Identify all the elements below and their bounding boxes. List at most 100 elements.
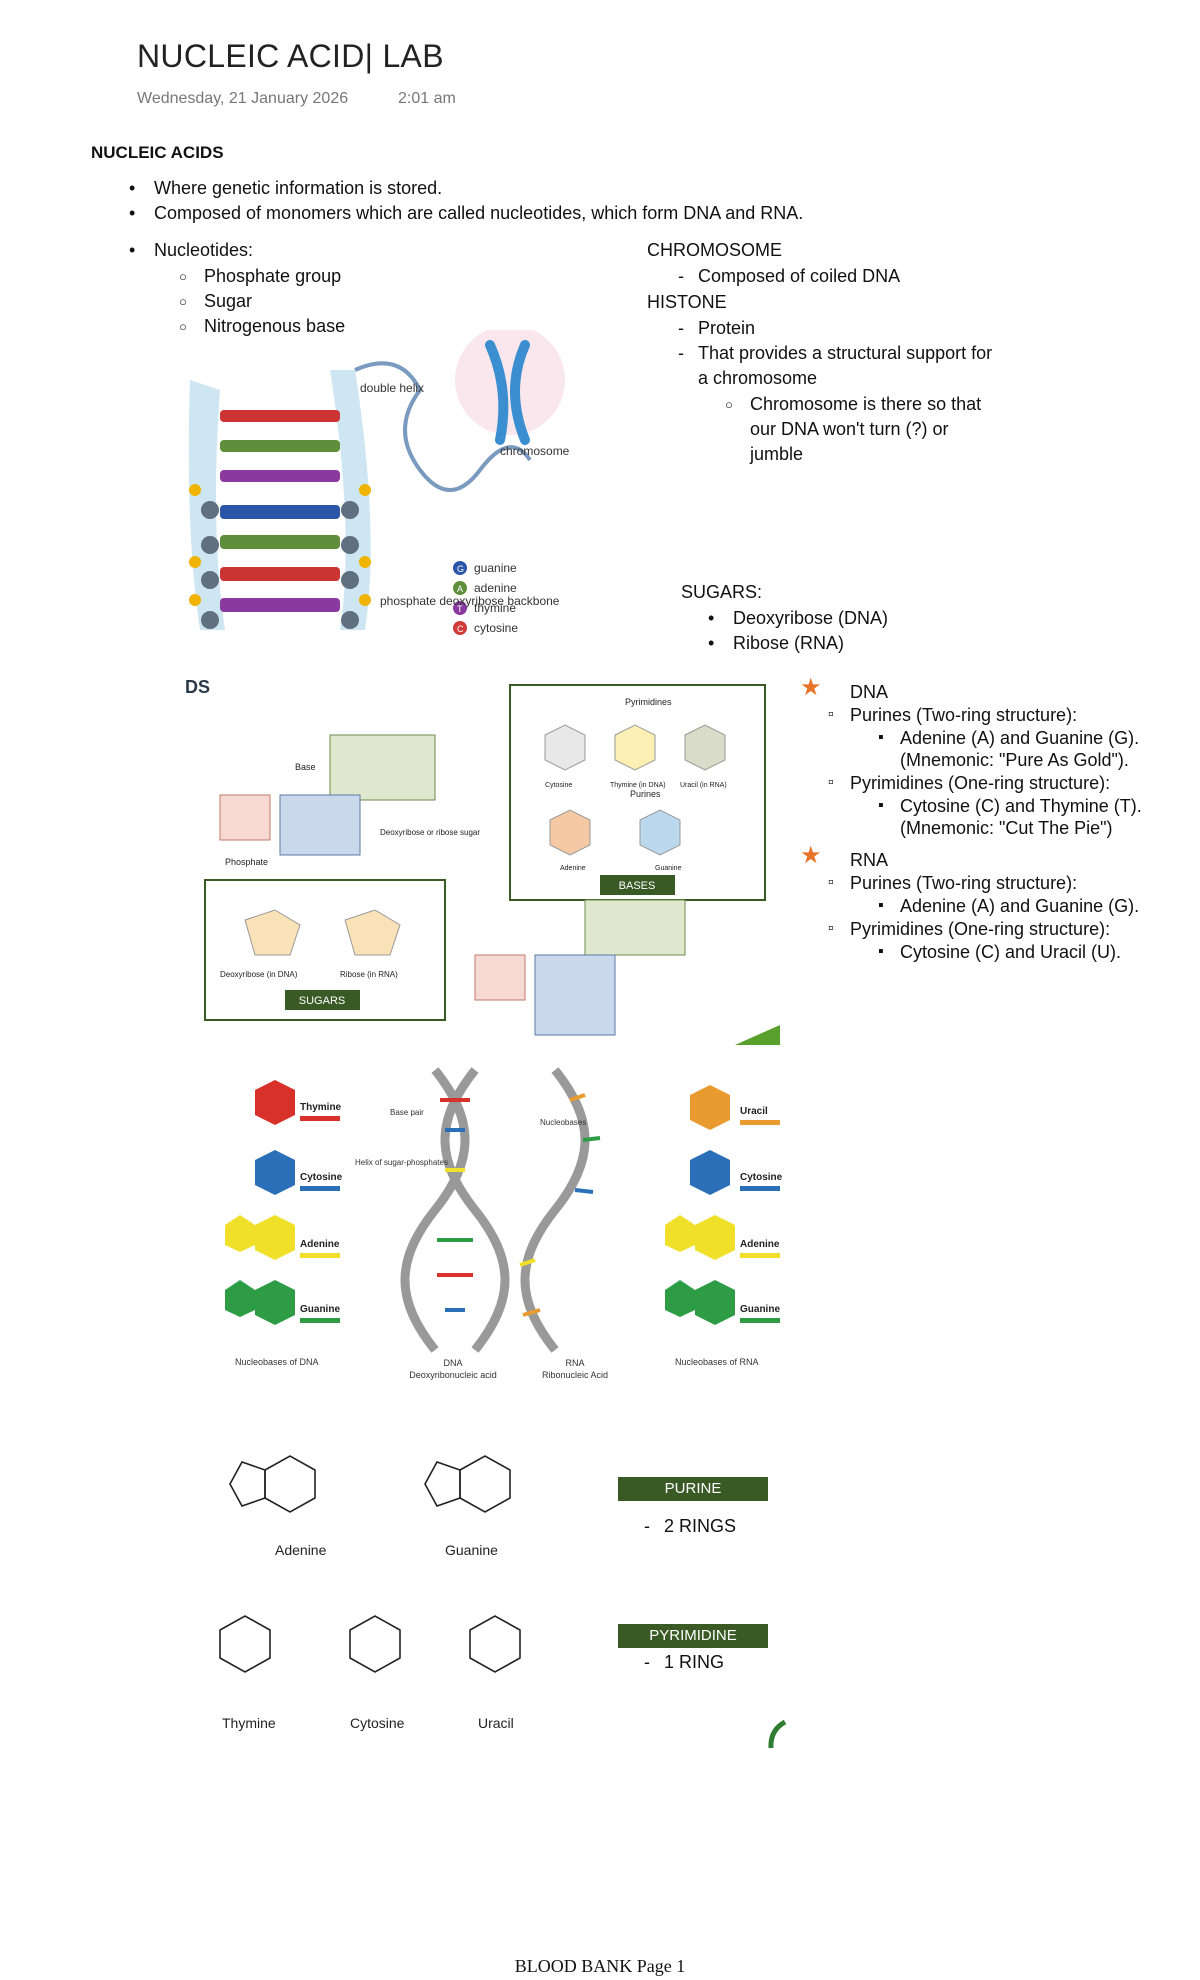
uracil-name: Uracil [478,1715,514,1731]
bullet-item: Composed of monomers which are called nu… [129,201,954,226]
guanine-ring-dna [255,1280,295,1325]
nucleotide-parts: Phosphate group Sugar Nitrogenous base [179,264,504,339]
adenine-label-rna: Adenine [740,1239,780,1250]
dna-purines-list: Purines (Two-ring structure): [828,704,1190,726]
chromosome-label: CHROMOSOME [647,240,782,260]
bases-tag [600,875,675,895]
rna-full-caption: Ribonucleic Acid [542,1370,608,1380]
cytosine-ring-dna [255,1150,295,1195]
star-icon: ★ [800,842,822,869]
bullet-item: Where genetic information is stored. [129,176,954,201]
cytosine-legend-icon [453,621,467,635]
histone-label: HISTONE [647,292,727,312]
uracil-ring [684,724,726,771]
thymine-ring-dna [255,1080,295,1125]
chromosome-desc-list: Composed of coiled DNA [678,264,1018,289]
phosphate-box [219,794,271,841]
page-date: Wednesday, 21 January 2026 [137,90,349,107]
nucleobases-dna-caption: Nucleobases of DNA [235,1357,319,1367]
cytosine-ring [544,724,586,771]
chromosome-arm [485,340,509,445]
nucleobases-rna-caption: Nucleobases of RNA [675,1357,759,1367]
pyrimidine-note-list: 1 RING [644,1650,814,1675]
histone-list: Protein That provides a structural suppo… [678,316,998,391]
legend-label: cytosine [474,621,518,635]
dna-purines: Purines (Two-ring structure): [828,704,1190,726]
lower-phosphate-box [474,954,526,1001]
chromosome-halo [455,330,565,435]
rna-purines-detail: Adenine (A) and Guanine (G). [878,895,1200,917]
helix-ribbon-right [330,370,371,630]
adenine-ring-rna [665,1215,695,1252]
page-title: NUCLEIC ACID| LAB [137,38,444,74]
adenine-label: Adenine [300,1239,340,1250]
nucleotide-part: Phosphate group [179,264,504,289]
histone-sub: Chromosome is there so that our DNA won'… [725,392,1000,467]
guanine-structure [424,1455,511,1513]
nucleotides-list: Nucleotides: [129,238,554,263]
deoxyribose-caption: Deoxyribose (in DNA) [220,970,298,979]
legend-item: A adenine [453,581,517,595]
legend-item: T thymine [453,601,516,615]
rna-pyrimidines-detail-list: Cytosine (C) and Uracil (U). [878,941,1200,963]
star-icon: ★ [800,674,822,701]
guanine-ring-rna [665,1280,695,1317]
chromosome-desc: Composed of coiled DNA [678,264,1018,289]
lower-sugar-box [534,954,616,1036]
dna-pyrimidines-detail: Cytosine (C) and Thymine (T). (Mnemonic:… [878,795,1200,839]
thymine-bar [300,1116,340,1121]
sugars-list: Deoxyribose (DNA) Ribose (RNA) [708,606,1033,656]
guanine-legend-icon [453,561,467,575]
sugars-tag [285,990,360,1010]
base-legend: G guanine A adenine T thymine C cytosine [453,561,518,635]
uracil-ring-rna [690,1085,730,1130]
purine-box: PURINE [618,1477,768,1501]
purine-note: 2 RINGS [644,1514,814,1539]
thymine-name: Thymine [222,1715,276,1731]
legend-label: thymine [474,601,516,615]
rna-purines: Purines (Two-ring structure): [828,872,1190,894]
rna-caption: RNA [565,1358,584,1368]
corner-fragment-icon [768,1720,787,1749]
nucleotides-label: Nucleotides: [129,238,554,263]
ribose-caption: Ribose (in RNA) [340,970,398,979]
histone-sub-list: Chromosome is there so that our DNA won'… [725,392,1000,467]
thymine-legend-icon [453,601,467,615]
dna-chromosome-figure: double helix chromosome G guanine A aden… [188,330,570,635]
adenine-ring-dna [225,1215,255,1252]
histone-item: Protein [678,316,998,341]
uracil-bar [740,1120,780,1125]
rna-pyrimidines: Pyrimidines (One-ring structure): [828,918,1190,940]
chromosome-arm [510,340,530,445]
rna-purines-list: Purines (Two-ring structure): [828,872,1190,894]
adenine-name: Adenine [275,1542,327,1558]
sugar-item: Ribose (RNA) [708,631,1033,656]
guanine-name: Guanine [445,1542,498,1558]
thymine-caption: Thymine (in DNA) [610,782,666,789]
nucleobases-label: Nucleobases [540,1118,586,1127]
uracil-caption: Uracil (in RNA) [680,782,727,789]
nucleotide-part: Nitrogenous base [179,314,504,339]
rna-pyrimidines-list: Pyrimidines (One-ring structure): [828,918,1190,940]
cytosine-label: Cytosine [300,1172,343,1183]
uracil-structure [469,1615,521,1673]
rna-label: RNA [850,850,889,870]
guanine-ring-rna [695,1280,735,1325]
thymine-ring [614,724,656,771]
dna-full-caption: Deoxyribonucleic acid [409,1370,497,1380]
dna-label: DNA [850,682,889,702]
histone-item: That provides a structural support for a… [678,341,998,391]
adenine-ring [549,809,591,856]
pyrimidine-box: PYRIMIDINE [618,1624,768,1648]
dna-purines-detail: Adenine (A) and Guanine (G). (Mnemonic: … [878,727,1200,771]
rna-pyrimidines-detail: Cytosine (C) and Uracil (U). [878,941,1200,963]
phosphate-nodes [189,484,371,606]
section-heading: NUCLEIC ACIDS [91,143,224,162]
legend-letter: A [457,584,463,594]
base-pair-label: Base pair [390,1108,424,1117]
pyrimidines-caption: Pyrimidines [625,697,672,707]
uracil-label: Uracil [740,1106,768,1117]
double-helix-label: double helix [360,381,424,395]
page-footer: BLOOD BANK Page 1 [514,1956,686,1976]
thymine-structure [219,1615,271,1673]
